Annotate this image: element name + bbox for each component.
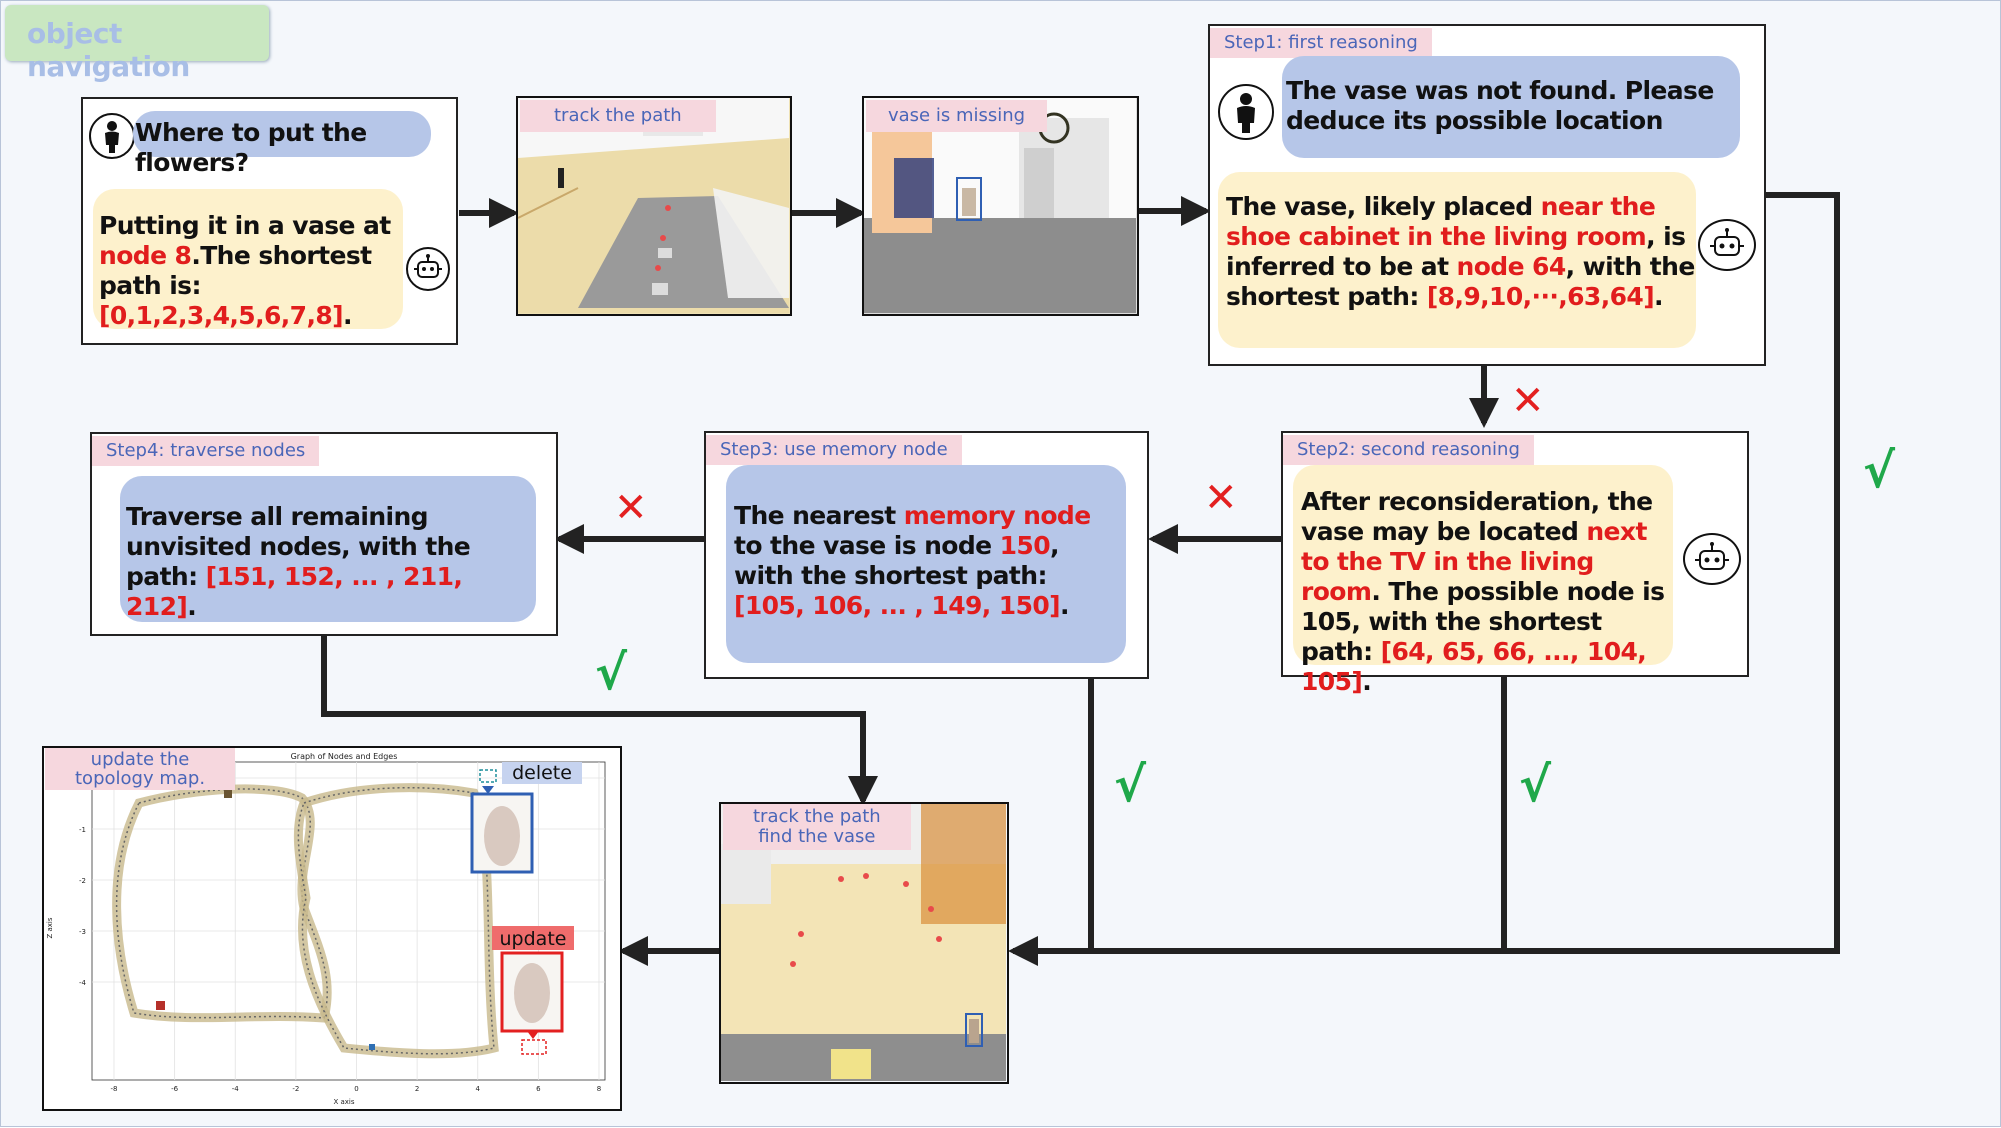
step4-tag: Step4: traverse nodes bbox=[92, 436, 320, 466]
step4-box: Step4: traverse nodes Traverse all remai… bbox=[90, 432, 558, 636]
y-axis-label: Z axis bbox=[46, 917, 54, 938]
track-path-frame: track the path bbox=[516, 96, 792, 316]
user-query-box: Where to put the flowers? Putting it in … bbox=[81, 97, 458, 345]
robot-icon bbox=[406, 247, 450, 291]
x-tick-label: 6 bbox=[536, 1085, 541, 1093]
step3-box: Step3: use memory node The nearest memor… bbox=[704, 431, 1149, 679]
update-target-box bbox=[521, 1039, 547, 1055]
update-label: update bbox=[500, 928, 567, 950]
right-loop-path-inner bbox=[297, 786, 495, 1055]
step2-reply: After reconsideration, the vase may be l… bbox=[1301, 487, 1665, 696]
memory-node bbox=[156, 1001, 165, 1010]
x-tick-label: 8 bbox=[597, 1085, 601, 1093]
x-tick-label: -6 bbox=[171, 1085, 179, 1093]
topology-plot: Graph of Nodes and Edges -8 -6 -4 -2 0 2 4 6 8 0… bbox=[46, 752, 606, 1106]
x-tick-label: 0 bbox=[354, 1085, 358, 1093]
user-icon bbox=[1218, 84, 1274, 140]
check-mark: √ bbox=[1863, 443, 1896, 499]
step1-user-bubble: The vase was not found. Please deduce it… bbox=[1282, 56, 1740, 158]
y-tick-label: -2 bbox=[79, 877, 86, 885]
header-label: object navigation bbox=[5, 5, 269, 83]
track-path-tag: track the path bbox=[520, 100, 716, 132]
step4-reply-bubble: Traverse all remaining unvisited nodes, … bbox=[120, 476, 536, 622]
topology-map-frame: Graph of Nodes and Edges -8 -6 -4 -2 0 2 4 6 8 0… bbox=[42, 746, 622, 1111]
plot-title: Graph of Nodes and Edges bbox=[291, 752, 398, 761]
robot-icon bbox=[1698, 219, 1756, 271]
check-mark: √ bbox=[1519, 757, 1552, 813]
delete-label: delete bbox=[512, 762, 572, 784]
x-tick-label: -8 bbox=[111, 1085, 118, 1093]
find-vase-tag: track the path find the vase bbox=[723, 804, 911, 850]
check-mark: √ bbox=[1114, 757, 1147, 813]
robot-answer-bubble: Putting it in a vase at node 8.The short… bbox=[93, 189, 403, 330]
scene-find-vase bbox=[721, 804, 1006, 1081]
x-tick-label: 4 bbox=[476, 1085, 481, 1093]
delete-target-box bbox=[479, 769, 497, 783]
x-tick-label: 2 bbox=[415, 1085, 419, 1093]
y-tick-labels: 0-1-2-3-4 bbox=[79, 775, 87, 987]
step1-reply-bubble: The vase, likely placed near the shoe ca… bbox=[1218, 172, 1696, 348]
left-loop-path-inner bbox=[115, 788, 328, 1019]
user-question: Where to put the flowers? bbox=[135, 118, 367, 177]
step4-reply: Traverse all remaining unvisited nodes, … bbox=[126, 502, 471, 621]
y-tick-label: -4 bbox=[79, 979, 87, 987]
memory-node bbox=[369, 1044, 375, 1050]
step1-user-text: The vase was not found. Please deduce it… bbox=[1286, 76, 1714, 135]
cross-mark: ✕ bbox=[614, 485, 648, 531]
x-axis-label: X axis bbox=[333, 1098, 354, 1106]
delete-label-bg bbox=[502, 762, 582, 784]
step1-box: Step1: first reasoning The vase was not … bbox=[1208, 24, 1766, 366]
step3-reply: The nearest memory node to the vase is n… bbox=[734, 501, 1091, 620]
x-tick-label: -2 bbox=[292, 1085, 299, 1093]
vase-shape bbox=[514, 963, 550, 1023]
user-question-bubble: Where to put the flowers? bbox=[133, 111, 431, 177]
update-pointer bbox=[527, 1031, 539, 1039]
find-vase-frame: track the path find the vase bbox=[719, 802, 1009, 1084]
cross-mark: ✕ bbox=[1204, 475, 1238, 521]
line-step1-success bbox=[1766, 192, 1840, 951]
step3-reply-bubble: The nearest memory node to the vase is n… bbox=[726, 465, 1126, 663]
check-mark: √ bbox=[595, 645, 628, 701]
step1-reply: The vase, likely placed near the shoe ca… bbox=[1226, 192, 1695, 311]
y-tick-label: -3 bbox=[79, 928, 86, 936]
step3-tag: Step3: use memory node bbox=[706, 435, 962, 465]
robot-icon bbox=[1683, 533, 1741, 585]
robot-answer: Putting it in a vase at node 8.The short… bbox=[99, 211, 391, 330]
update-label-bg bbox=[492, 926, 574, 950]
step2-box: Step2: second reasoning After reconsider… bbox=[1281, 431, 1749, 696]
vase-missing-tag: vase is missing bbox=[866, 100, 1048, 132]
line-step4-to-findvase bbox=[321, 635, 878, 806]
vase-missing-frame: vase is missing bbox=[862, 96, 1139, 316]
step2-tag: Step2: second reasoning bbox=[1283, 435, 1534, 465]
step1-tag: Step1: first reasoning bbox=[1210, 28, 1432, 58]
step2-reply-bubble: After reconsideration, the vase may be l… bbox=[1293, 465, 1673, 696]
delete-pointer bbox=[482, 786, 494, 794]
x-tick-labels: -8 -6 -4 -2 0 2 4 6 8 bbox=[111, 1085, 602, 1093]
scene-vase-missing bbox=[864, 98, 1136, 313]
memory-node bbox=[224, 790, 232, 798]
x-tick-label: -4 bbox=[232, 1085, 240, 1093]
y-tick-label: -1 bbox=[79, 826, 86, 834]
cross-mark: ✕ bbox=[1511, 378, 1545, 424]
vase-shape bbox=[484, 806, 520, 866]
user-icon bbox=[89, 113, 135, 159]
topology-tag: update the topology map. bbox=[45, 748, 236, 790]
